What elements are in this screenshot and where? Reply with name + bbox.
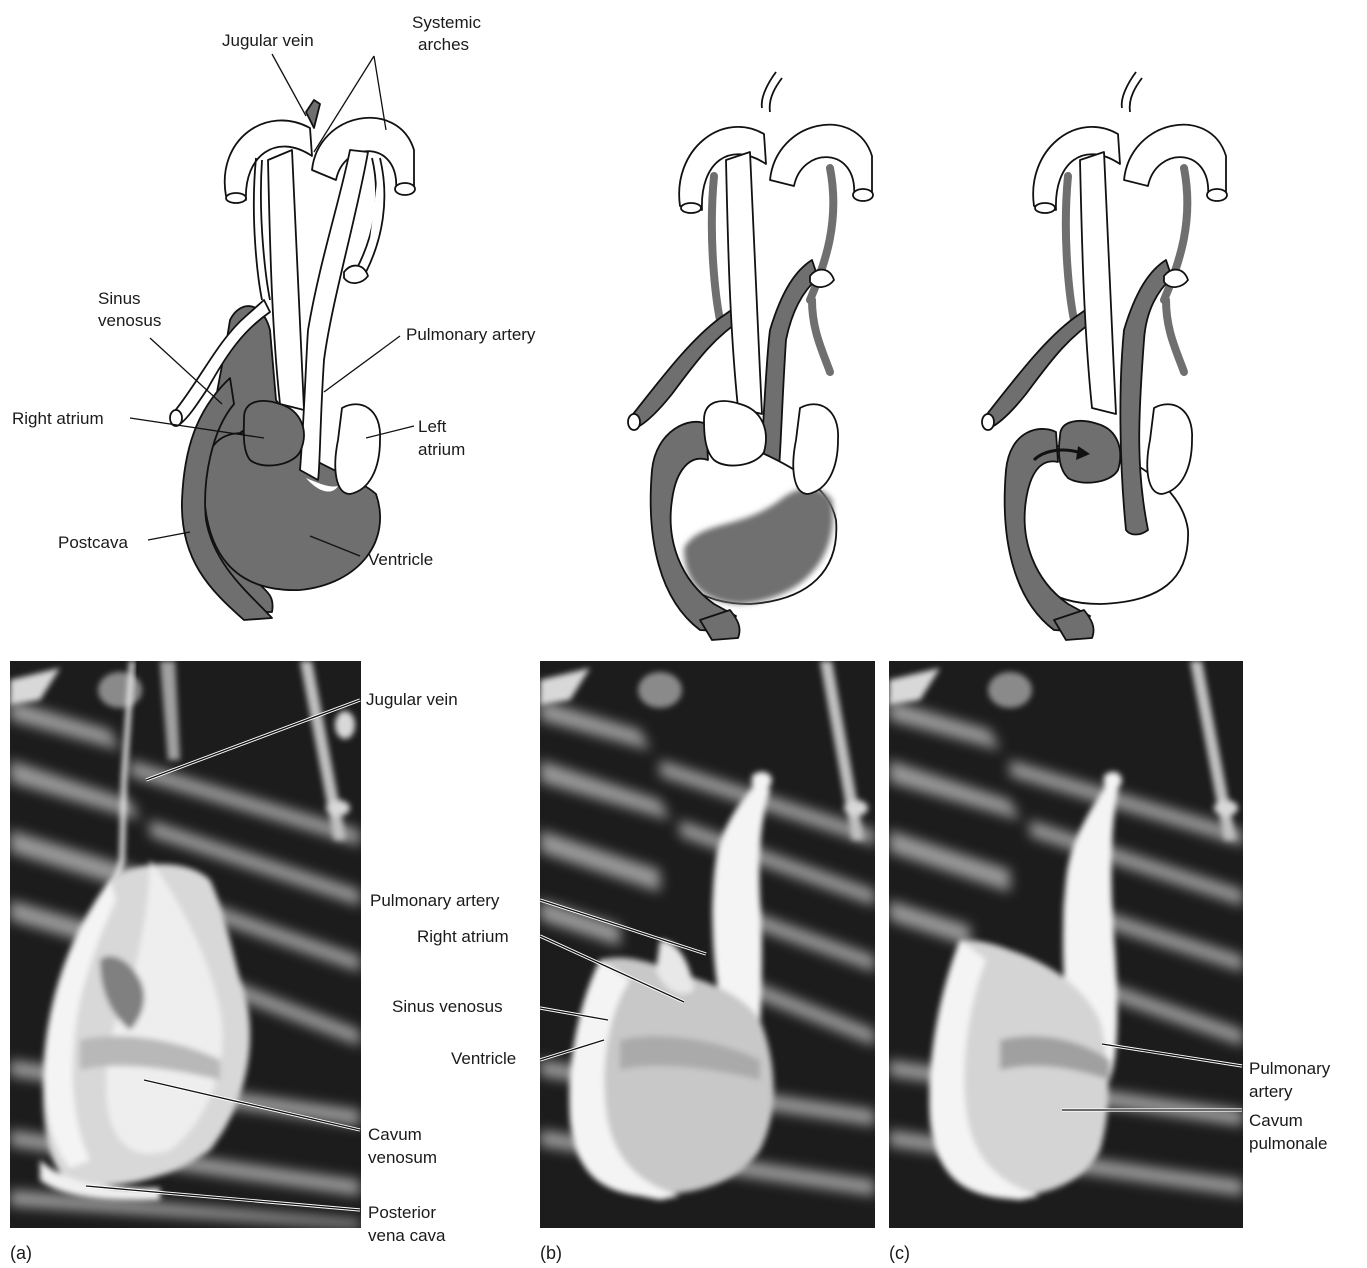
xr-label-posterior-2: vena cava (368, 1226, 446, 1245)
xr-label-cavum-pulmonale-2: pulmonale (1249, 1134, 1327, 1153)
panel-label-c: (c) (889, 1243, 910, 1263)
diagram-c (982, 72, 1227, 640)
c-right-arch (1124, 125, 1226, 196)
xr-label-right-atrium: Right atrium (417, 927, 509, 946)
xr-label-c-pulmonary-1: Pulmonary (1249, 1059, 1331, 1078)
label-systemic-1: Systemic (412, 13, 481, 32)
label-pulmonary-artery: Pulmonary artery (406, 325, 536, 344)
label-sinus-2: venosus (98, 311, 161, 330)
right-arch-end (395, 183, 415, 195)
label-ventricle: Ventricle (368, 550, 433, 569)
diagram-b (628, 72, 873, 640)
xr-label-jugular-vein: Jugular vein (366, 690, 458, 709)
diagram-a (170, 100, 415, 620)
b-left-arch (679, 127, 766, 210)
label-right-atrium: Right atrium (12, 409, 104, 428)
xr-label-c-pulmonary-2: artery (1249, 1082, 1293, 1101)
b-right-arch (770, 125, 872, 196)
c-left-branch (984, 304, 1098, 428)
xr-label-sinus-venosus: Sinus venosus (392, 997, 503, 1016)
xray-panel-b (540, 661, 875, 1228)
b-gray-vessel-left (712, 176, 720, 320)
panel-label-a: (a) (10, 1243, 32, 1263)
b-left-atrium (793, 404, 838, 494)
panel-label-b: (b) (540, 1243, 562, 1263)
label-jugular-vein: Jugular vein (222, 31, 314, 50)
xray-panel-a (10, 661, 361, 1228)
xr-label-posterior-1: Posterior (368, 1203, 436, 1222)
label-postcava: Postcava (58, 533, 128, 552)
xray-panel-c (889, 661, 1243, 1228)
c-left-atrium (1147, 404, 1192, 494)
xr-label-pulmonary-artery: Pulmonary artery (370, 891, 500, 910)
xr-label-cavum-pulmonale-1: Cavum (1249, 1111, 1303, 1130)
label-left-atrium-2: atrium (418, 440, 465, 459)
label-sinus-1: Sinus (98, 289, 141, 308)
left-arch-end (226, 193, 246, 203)
right-atrium-shape (244, 401, 304, 466)
jugular-vein-shape (306, 100, 320, 128)
c-left-arch (1033, 127, 1120, 210)
label-systemic-2: arches (418, 35, 469, 54)
left-atrium-shape (335, 404, 380, 494)
label-left-atrium-1: Left (418, 417, 447, 436)
xr-label-cavum-venosum-1: Cavum (368, 1125, 422, 1144)
xr-label-ventricle: Ventricle (451, 1049, 516, 1068)
xr-label-cavum-venosum-2: venosum (368, 1148, 437, 1167)
